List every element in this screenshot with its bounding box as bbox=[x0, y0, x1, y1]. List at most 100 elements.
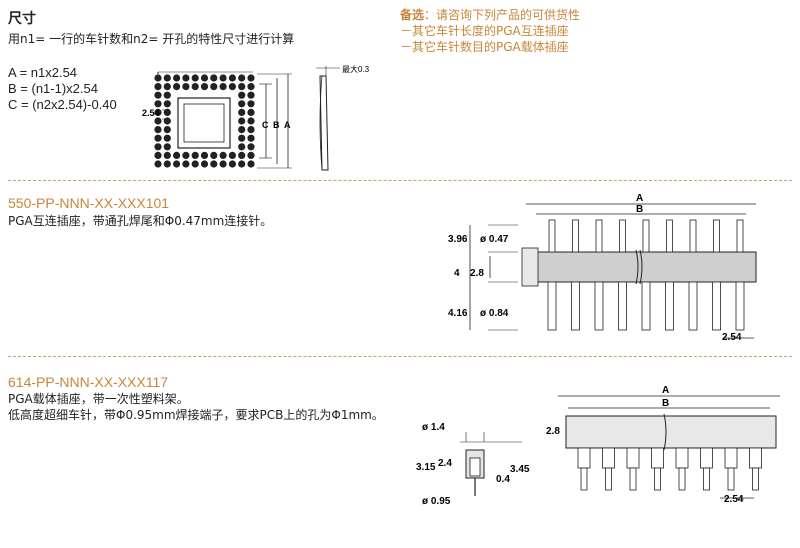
pin-dot bbox=[200, 151, 209, 159]
pin-dot bbox=[163, 83, 171, 91]
dim-4-16: 4.16 bbox=[448, 308, 468, 319]
dim-diam-1-4: ø 1.4 bbox=[422, 422, 445, 433]
pin-tail bbox=[678, 467, 686, 491]
pin-dot bbox=[238, 126, 246, 134]
pin-dot bbox=[238, 100, 246, 108]
pin-dot bbox=[173, 160, 181, 168]
pin-tail bbox=[703, 467, 710, 491]
pin-dot bbox=[238, 160, 246, 168]
availability-note-text: ：请咨询下列产品的可供货性 bbox=[424, 8, 581, 22]
dim-diam-0-95: ø 0.95 bbox=[422, 496, 451, 507]
pin-dot bbox=[200, 160, 209, 168]
pin-dot bbox=[163, 74, 171, 82]
carrier-pin-detail-drawing: ø 1.4 2.4 3.15 3.45 0.4 ø 0.95 bbox=[416, 422, 530, 507]
dim-2-4: 2.4 bbox=[438, 458, 452, 469]
pin-dot bbox=[163, 100, 171, 108]
pin-dot bbox=[247, 83, 255, 91]
availability-note-line-2: －其它车针数目的PGA载体插座 bbox=[400, 40, 569, 54]
pin-dot bbox=[163, 160, 171, 168]
pin-dot bbox=[163, 91, 171, 99]
pin-dot bbox=[154, 74, 162, 82]
pin-dot bbox=[173, 74, 181, 82]
product-614-description-2: 低高度超细车针，带Φ0.95mm焊接端子，要求PCB上的孔为Φ1mm。 bbox=[8, 408, 384, 422]
pin-tail bbox=[654, 467, 661, 491]
pin-upper bbox=[548, 219, 556, 253]
pin-dot bbox=[210, 83, 218, 91]
pin-lower bbox=[641, 281, 651, 331]
formula-a: A = n1x2.54 bbox=[8, 65, 78, 80]
dim-diam-0-84: ø 0.84 bbox=[480, 308, 509, 319]
pin-dot bbox=[247, 117, 255, 125]
pin-dot bbox=[154, 117, 162, 125]
dimensions-subtitle: 用n1= 一行的车针数和n2= 开孔的特性尺寸进行计算 bbox=[8, 32, 295, 46]
pin-dot bbox=[210, 151, 218, 159]
pin-dot bbox=[154, 160, 162, 168]
pin-dot bbox=[163, 117, 171, 125]
pin-dot bbox=[238, 134, 246, 142]
section-divider bbox=[8, 180, 792, 181]
pin-dot bbox=[247, 126, 255, 134]
pin-dot bbox=[154, 143, 162, 151]
pin-dot bbox=[228, 151, 236, 159]
pin-upper bbox=[666, 219, 673, 253]
pin-dot bbox=[210, 160, 218, 168]
pin-lower bbox=[665, 281, 674, 331]
pin-upper bbox=[689, 219, 697, 253]
product-614-description-1: PGA载体插座，带一次性塑料架。 bbox=[8, 392, 189, 406]
pin-dot bbox=[238, 117, 246, 125]
pin-dot bbox=[173, 151, 181, 159]
pin-dot bbox=[247, 160, 255, 168]
dim-b: B bbox=[636, 204, 643, 215]
pin-collar bbox=[724, 447, 738, 469]
dim-a: A bbox=[662, 385, 669, 396]
pin-dot bbox=[219, 160, 227, 168]
pin-dot bbox=[182, 74, 190, 82]
dim-diam-0-47: ø 0.47 bbox=[480, 234, 509, 245]
pin-dot bbox=[154, 151, 162, 159]
pin-lower bbox=[594, 281, 604, 331]
pin-dot bbox=[219, 83, 227, 91]
dim-b: B bbox=[662, 398, 669, 409]
dim-2-8: 2.8 bbox=[546, 426, 560, 437]
carrier-body bbox=[565, 415, 777, 449]
pin-dot bbox=[228, 160, 236, 168]
pin-lower bbox=[735, 281, 745, 331]
pin-dot bbox=[219, 74, 227, 82]
pin-row-carrier bbox=[577, 447, 762, 491]
dim-pitch-2-54: 2.54 bbox=[722, 332, 742, 343]
pin-collar bbox=[700, 447, 713, 469]
interconnect-socket-drawing: A B 3.96 ø 0.47 4 2.8 4.16 ø 0.84 2.54 bbox=[448, 193, 757, 343]
dim-3-96: 3.96 bbox=[448, 234, 468, 245]
availability-note: 备选：请咨询下列产品的可供货性 bbox=[400, 8, 580, 23]
pin-dot bbox=[163, 108, 171, 116]
pin-dot bbox=[238, 143, 246, 151]
availability-note-label: 备选 bbox=[400, 8, 425, 22]
dim-c-label: C bbox=[262, 120, 269, 130]
formula-c: C = (n2x2.54)-0.40 bbox=[8, 97, 117, 112]
pin-collar bbox=[577, 447, 591, 469]
dim-4: 4 bbox=[454, 268, 460, 279]
pin-lower bbox=[571, 281, 580, 331]
pin-upper bbox=[642, 219, 650, 253]
pin-tail bbox=[752, 467, 759, 491]
dim-2-54-label: 2.54 bbox=[142, 108, 160, 118]
section-divider bbox=[8, 356, 792, 357]
pin-dot bbox=[163, 143, 171, 151]
dim-0-4: 0.4 bbox=[496, 474, 510, 485]
pin-dot bbox=[182, 151, 190, 159]
pin-dot bbox=[173, 83, 181, 91]
part-number-550: 550-PP-NNN-XX-XXX101 bbox=[8, 195, 170, 211]
pin-dot bbox=[238, 83, 246, 91]
pin-dot bbox=[200, 74, 209, 82]
pin-dot bbox=[154, 126, 162, 134]
pin-dot bbox=[191, 83, 199, 91]
pin-lower bbox=[618, 281, 627, 331]
pin-dot bbox=[247, 151, 255, 159]
pin-upper bbox=[619, 219, 626, 253]
dim-3-15: 3.15 bbox=[416, 462, 436, 473]
pin-dot bbox=[247, 134, 255, 142]
pin-dot bbox=[154, 134, 162, 142]
pin-dot bbox=[191, 151, 199, 159]
dim-a-label: A bbox=[284, 120, 291, 130]
pin-collar bbox=[602, 447, 615, 469]
